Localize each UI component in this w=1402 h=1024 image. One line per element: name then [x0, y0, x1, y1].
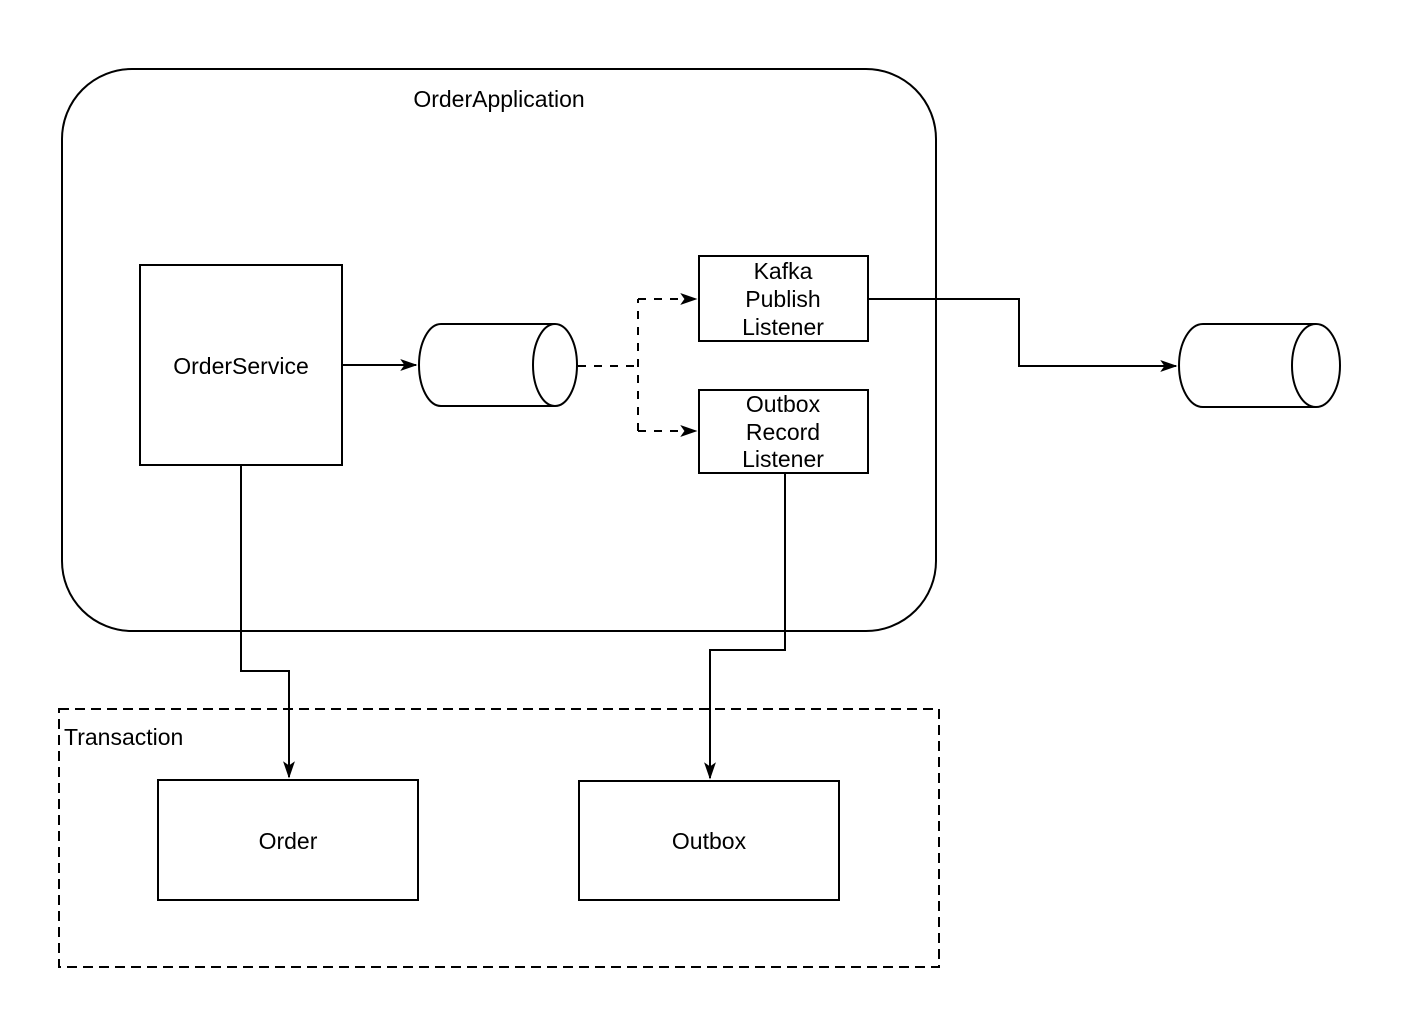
order-service-node: OrderService [139, 264, 343, 466]
outbox-record-listener-line3: Listener [742, 446, 824, 472]
edge-kafka-publish-listener-to-kafka [868, 298, 1176, 366]
transaction-label: Transaction [64, 724, 183, 750]
kafka-publish-listener-line2: Publish [745, 286, 820, 312]
kafka-publish-listener-node: Kafka Publish Listener [698, 255, 869, 342]
order-service-label: OrderService [173, 353, 308, 379]
kafka-publish-listener-line1: Kafka [754, 258, 813, 284]
outbox-record-listener-line2: Record [746, 419, 820, 445]
order-table-label: Order [259, 828, 318, 854]
outbox-table-label: Outbox [672, 828, 747, 854]
transaction-boundary [58, 708, 940, 968]
order-application-container [61, 68, 937, 632]
order-table-node: Order [157, 779, 419, 901]
outbox-record-listener-node: Outbox Record Listener [698, 389, 869, 474]
edge-orderservice-to-order [240, 465, 289, 777]
message-queue-cylinder [418, 323, 578, 407]
outbox-table-node: Outbox [578, 780, 840, 901]
kafka-topic-cylinder [1178, 323, 1341, 408]
order-application-label: OrderApplication [413, 86, 584, 112]
edge-outbox-record-listener-to-outbox [710, 473, 786, 778]
kafka-publish-listener-line3: Listener [742, 314, 824, 340]
outbox-record-listener-line1: Outbox [746, 391, 821, 417]
